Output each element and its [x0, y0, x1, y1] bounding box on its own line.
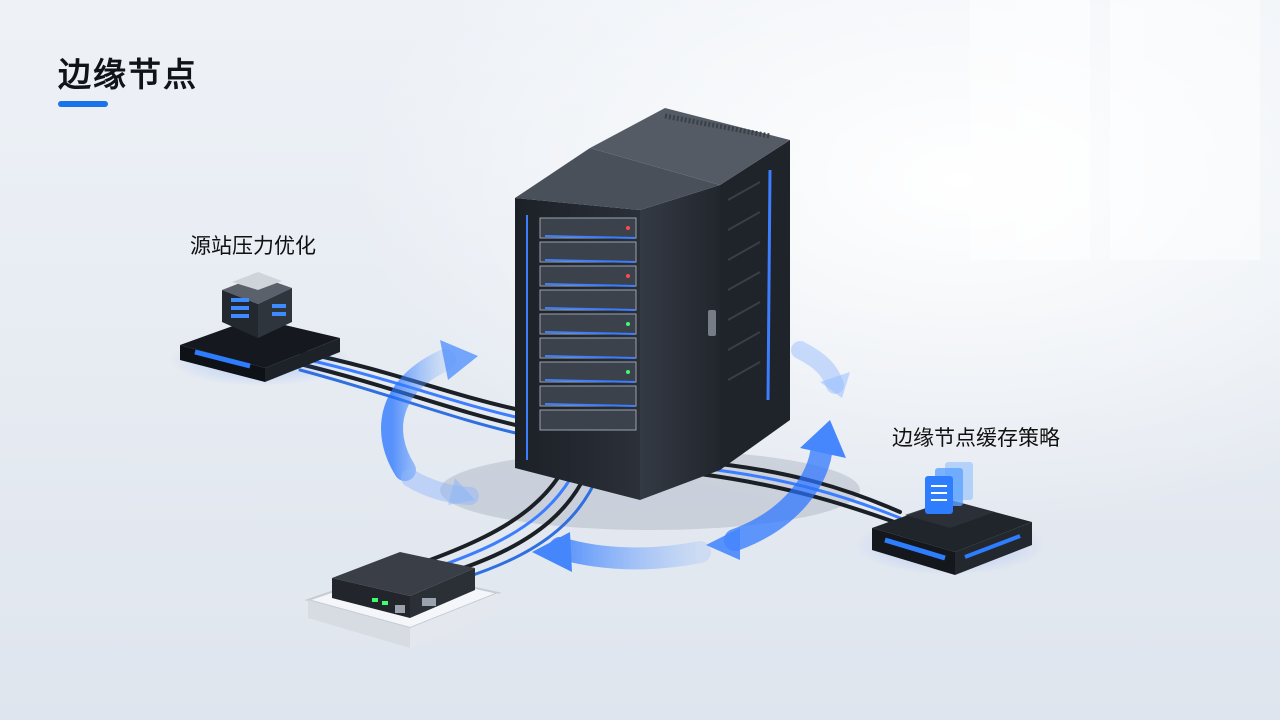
cache-node — [855, 462, 1045, 575]
label-edge-cache-strategy: 边缘节点缓存策略 — [892, 426, 1060, 450]
title-underline — [58, 101, 108, 107]
window-light-reflection — [940, 0, 1280, 300]
label-origin-optimization: 源站压力优化 — [190, 234, 316, 258]
document-stack-icon — [925, 462, 973, 514]
flow-arrows — [381, 340, 850, 572]
rack-door-vents — [727, 181, 761, 381]
server-units — [539, 217, 637, 431]
server-rack — [515, 108, 790, 500]
rack-door-handle — [708, 310, 716, 336]
origin-node — [170, 272, 350, 386]
page-title: 边缘节点 — [58, 55, 198, 94]
edge-box-node — [304, 552, 502, 648]
